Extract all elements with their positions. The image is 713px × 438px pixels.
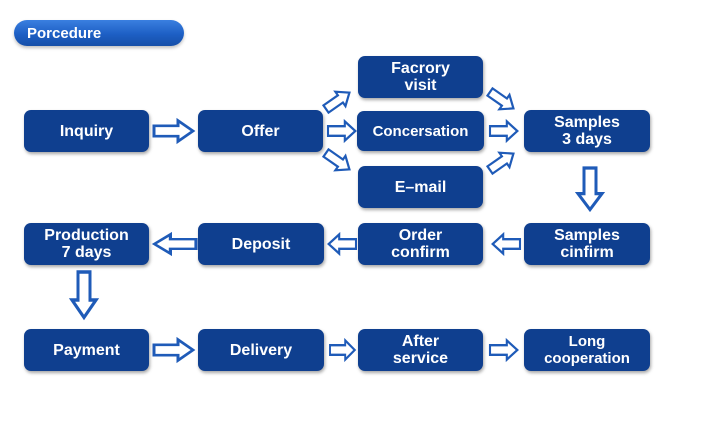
node-samples-confirm-label: Samples cinfirm <box>554 227 620 261</box>
arrow-offer-conversation <box>326 120 357 142</box>
arrow-offer-factory <box>319 84 356 118</box>
node-email: E–mail <box>358 166 483 208</box>
node-samples-confirm: Samples cinfirm <box>524 223 650 265</box>
arrow-samples-confirm <box>576 166 604 212</box>
node-long-cooperation-label: Long cooperation <box>544 333 630 367</box>
title-text: Porcedure <box>27 24 102 42</box>
node-conversation: Concersation <box>357 111 484 151</box>
arrow-deposit-production <box>152 232 198 256</box>
arrow-email-samples <box>483 145 520 179</box>
arrow-production-payment <box>70 270 98 320</box>
node-long-cooperation: Long cooperation <box>524 329 650 371</box>
arrow-samplesconfirm-order <box>491 233 522 255</box>
node-delivery: Delivery <box>198 329 324 371</box>
arrow-factory-samples <box>483 83 520 117</box>
node-email-label: E–mail <box>394 178 447 196</box>
node-delivery-label: Delivery <box>229 341 293 359</box>
arrow-offer-email <box>319 144 356 178</box>
node-after-service: After service <box>358 329 483 371</box>
node-payment-label: Payment <box>53 341 120 359</box>
arrow-delivery-after <box>328 339 356 361</box>
node-factory-visit: Facrory visit <box>358 56 483 98</box>
node-offer: Offer <box>198 110 323 152</box>
node-conversation-label: Concersation <box>372 122 469 140</box>
node-samples-3-days-label: Samples 3 days <box>554 114 620 148</box>
node-order-confirm: Order confirm <box>358 223 483 265</box>
arrow-conversation-samples <box>488 120 519 142</box>
node-inquiry-label: Inquiry <box>59 122 114 140</box>
node-factory-visit-label: Facrory visit <box>391 60 450 94</box>
node-order-confirm-label: Order confirm <box>391 227 450 261</box>
node-after-service-label: After service <box>392 333 449 367</box>
node-payment: Payment <box>24 329 149 371</box>
arrow-inquiry-offer <box>152 119 195 143</box>
node-samples-3-days: Samples 3 days <box>524 110 650 152</box>
arrow-after-long <box>488 339 519 361</box>
node-inquiry: Inquiry <box>24 110 149 152</box>
node-deposit-label: Deposit <box>231 235 291 253</box>
arrow-order-deposit <box>327 233 358 255</box>
node-offer-label: Offer <box>241 122 280 140</box>
node-deposit: Deposit <box>198 223 324 265</box>
node-production-7-days-label: Production 7 days <box>44 227 129 261</box>
node-production-7-days: Production 7 days <box>24 223 149 265</box>
arrow-payment-delivery <box>152 338 195 362</box>
page-title: Porcedure <box>14 20 184 46</box>
